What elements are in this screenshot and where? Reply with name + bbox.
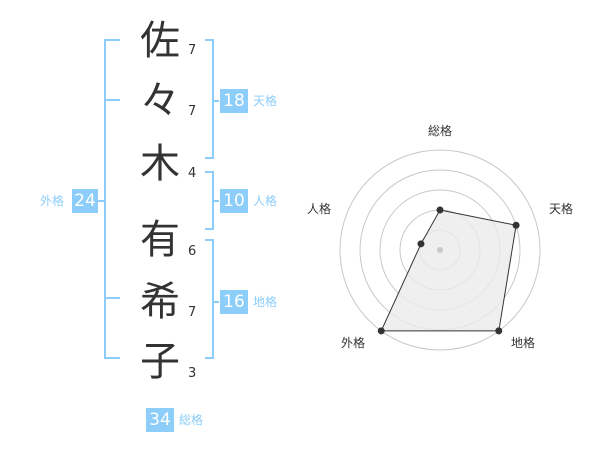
radar-point-chi <box>495 327 503 335</box>
soukaku-value: 34 <box>146 408 174 432</box>
stroke-count-1: 7 <box>188 43 197 58</box>
radar-point-ten <box>512 221 520 229</box>
radar-point-jin <box>417 240 425 248</box>
gaikaku-value: 24 <box>72 189 98 213</box>
stroke-count-5: 7 <box>188 305 197 320</box>
jinkaku-value: 10 <box>220 189 248 213</box>
radar-label-chikaku: 地格 <box>511 336 536 350</box>
stroke-count-4: 6 <box>188 244 197 259</box>
stroke-count-6: 3 <box>188 366 197 381</box>
name-char-4: 有 <box>140 217 180 263</box>
tenkaku-value: 18 <box>220 89 248 113</box>
radar-point-gai <box>377 327 385 335</box>
gaikaku-label: 外格 <box>40 194 65 208</box>
name-char-2: 々 <box>140 78 180 124</box>
stroke-count-2: 7 <box>188 104 197 119</box>
name-char-3: 木 <box>140 141 180 187</box>
radar-ring <box>339 149 541 351</box>
chikaku-label: 地格 <box>253 295 278 309</box>
radar-label-soukaku: 総格 <box>428 124 453 138</box>
tenkaku-label: 天格 <box>253 94 278 108</box>
radar-label-tenkaku: 天格 <box>549 202 574 216</box>
name-char-1: 佐 <box>140 18 180 64</box>
radar-label-gaikaku: 外格 <box>341 336 366 350</box>
chikaku-value: 16 <box>220 290 248 314</box>
name-char-5: 希 <box>140 279 180 325</box>
stroke-count-3: 4 <box>188 166 197 181</box>
radar-center-dot <box>437 247 443 253</box>
jinkaku-label: 人格 <box>253 194 278 208</box>
radar-point-sou <box>436 206 444 214</box>
name-char-6: 子 <box>140 339 180 385</box>
radar-label-jinkaku: 人格 <box>307 202 332 216</box>
radar-area <box>380 209 517 332</box>
soukaku-label: 総格 <box>179 413 204 427</box>
